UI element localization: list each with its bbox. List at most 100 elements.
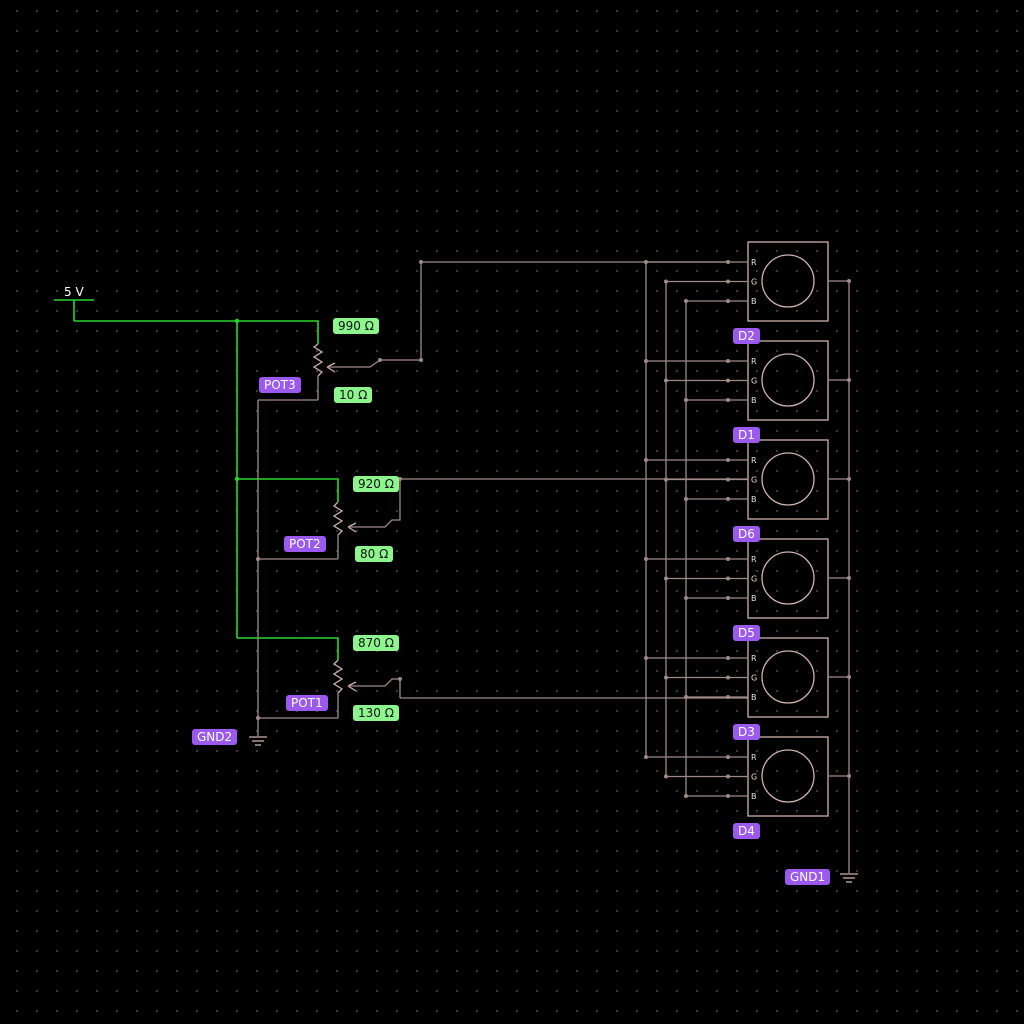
led-lens: [761, 254, 815, 308]
led-pin-label-r: R: [751, 456, 757, 465]
rgb-led-module[interactable]: R G B: [644, 637, 851, 718]
junction-dot: [847, 378, 851, 382]
pin-dot: [726, 477, 730, 482]
junction-dot: [684, 398, 688, 402]
rgb-led-module[interactable]: R G B: [644, 241, 851, 322]
junction-dot: [664, 477, 668, 482]
pot3-upper-value: 990 Ω: [333, 318, 379, 334]
led-body: [747, 538, 829, 619]
pin-dot: [726, 279, 730, 284]
junction-dot: [664, 378, 668, 383]
pin-dot: [726, 398, 730, 402]
led-body: [747, 637, 829, 718]
supply-symbol[interactable]: 5 V: [54, 285, 94, 321]
led-pin-label-g: G: [751, 575, 757, 584]
supply-label: 5 V: [64, 285, 84, 299]
gnd2-bus[interactable]: [249, 400, 267, 746]
led-lens: [761, 650, 815, 704]
junction-dot: [684, 299, 688, 303]
led-lens: [761, 353, 815, 407]
pot1-label[interactable]: POT1: [286, 695, 328, 711]
led-pin-label-r: R: [751, 258, 757, 267]
pin-dot: [726, 497, 730, 501]
junction-dot: [684, 596, 688, 600]
gnd2-label[interactable]: GND2: [192, 729, 238, 745]
junction-dot: [664, 774, 668, 779]
pin-dot: [726, 576, 730, 581]
led-label-d5[interactable]: D5: [733, 625, 760, 641]
led-pin-label-r: R: [751, 654, 757, 663]
junction-dot: [644, 656, 648, 660]
pin-dot: [726, 299, 730, 303]
pin-dot: [726, 359, 730, 363]
led-pin-label-b: B: [751, 792, 757, 801]
pin-dot: [726, 260, 730, 264]
pot2-symbol[interactable]: [258, 477, 402, 560]
pin-dot: [726, 695, 730, 699]
led-label-d2[interactable]: D2: [733, 328, 760, 344]
pin-dot: [726, 675, 730, 680]
junction-dot: [847, 576, 851, 580]
led-label-d1[interactable]: D1: [733, 427, 760, 443]
pot2-upper-value: 920 Ω: [353, 476, 399, 492]
rgb-led-module[interactable]: RGB: [644, 439, 851, 520]
pot1-upper-value: 870 Ω: [353, 635, 399, 651]
junction-dot: [664, 576, 668, 581]
pin-dot: [726, 755, 730, 759]
junction-dot: [644, 755, 648, 759]
rgb-led-module[interactable]: R G B: [644, 538, 851, 619]
pot1-lower-value: 130 Ω: [353, 705, 399, 721]
gnd1-label[interactable]: GND1: [785, 869, 831, 885]
pot2-label[interactable]: POT2: [284, 536, 326, 552]
led-lens: [761, 551, 815, 605]
junction-dot: [847, 477, 851, 481]
led-label-d6[interactable]: D6: [733, 526, 760, 542]
junction-dot: [644, 458, 648, 462]
gnd1-bus[interactable]: [840, 281, 858, 883]
led-body: [747, 736, 829, 817]
led-pin-label-g: G: [751, 278, 757, 287]
pin-dot: [726, 458, 730, 462]
led-lens: [761, 452, 815, 506]
pin-dot: [726, 774, 730, 779]
power-rail[interactable]: [74, 318, 339, 660]
led-body: [747, 439, 829, 520]
led-pin-label-r: R: [751, 357, 757, 366]
pin-dot: [726, 794, 730, 798]
pot3-lower-value: 10 Ω: [334, 387, 373, 403]
led-pin-label-r: R: [751, 753, 757, 762]
pot2-lower-value: 80 Ω: [355, 546, 394, 562]
led-pin-label-b: B: [751, 297, 757, 306]
rgb-buses[interactable]: [645, 262, 687, 797]
led-body: [747, 241, 829, 322]
junction-dot: [644, 260, 648, 264]
junction-dot: [847, 774, 851, 778]
junction-dot: [684, 497, 688, 501]
rgb-led-module[interactable]: R G B: [644, 736, 851, 817]
led-label-d3[interactable]: D3: [733, 724, 760, 740]
led-pin-label-g: G: [751, 773, 757, 782]
led-pin-label-b: B: [751, 495, 757, 504]
led-pin-label-g: G: [751, 674, 757, 683]
pin-dot: [726, 596, 730, 600]
led-pin-label-b: B: [751, 693, 757, 702]
pin-dot: [726, 378, 730, 383]
pot3-label[interactable]: POT3: [259, 377, 301, 393]
junction-dot: [644, 557, 648, 561]
junction-dot: [847, 675, 851, 679]
led-lens: [761, 749, 815, 803]
pot1-symbol[interactable]: [258, 659, 402, 719]
led-pin-label-g: G: [751, 377, 757, 386]
led-pin-label-b: B: [751, 594, 757, 603]
led-body: [747, 340, 829, 421]
junction-dot: [847, 279, 851, 283]
rgb-led-module[interactable]: RGB: [644, 340, 851, 421]
pin-dot: [726, 656, 730, 660]
pin-dot: [726, 557, 730, 561]
led-label-d4[interactable]: D4: [733, 823, 760, 839]
junction-dot: [664, 279, 668, 284]
led-pin-label-r: R: [751, 555, 757, 564]
